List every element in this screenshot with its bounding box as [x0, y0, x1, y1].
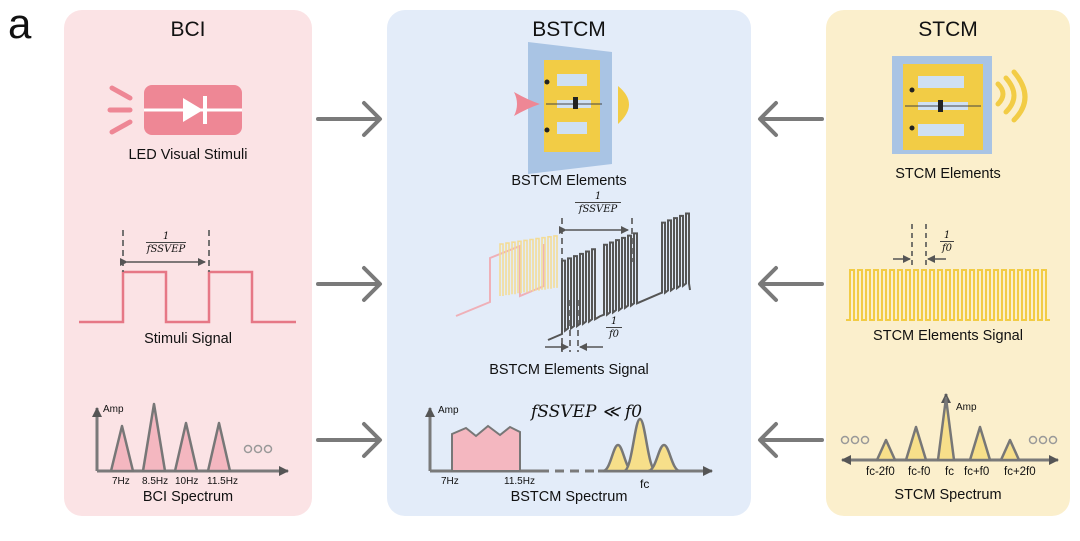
- stcm-tick-fc: fc: [945, 466, 954, 478]
- stcm-spectrum-plot: [840, 393, 1059, 465]
- stcm-peak: [936, 396, 956, 462]
- stcm-elements-caption: STCM Elements: [895, 166, 1001, 182]
- bci-peak: [141, 402, 167, 473]
- bstcm-period-num: 1: [594, 191, 602, 202]
- bstcm-peak: [647, 443, 681, 473]
- flow-arrows: [316, 101, 824, 458]
- stcm-signal-caption: STCM Elements Signal: [873, 328, 1023, 344]
- bci-period-fraction: 1 fSSVEP: [146, 231, 186, 255]
- bstcm-carrier-num: 1: [610, 316, 618, 327]
- bstcm-peak: [623, 417, 657, 473]
- bstcm-signal-caption: BSTCM Elements Signal: [489, 362, 649, 378]
- stcm-carrier-fraction: 1 f0: [940, 230, 954, 254]
- bci-tick-7hz: 7Hz: [112, 476, 130, 487]
- bstcm-spectrum-caption: BSTCM Spectrum: [510, 489, 628, 505]
- bstcm-amp-label: Amp: [438, 405, 459, 416]
- bci-tick-8-5hz: 8.5Hz: [142, 476, 169, 487]
- bstcm-period-den: fSSVEP: [575, 202, 621, 215]
- stimuli-signal-caption: Stimuli Signal: [144, 331, 232, 347]
- frequency-relation: fSSVEP ≪ f0: [531, 402, 643, 422]
- stcm-peak: [968, 425, 992, 462]
- bci-peak: [109, 424, 135, 473]
- stcm-peak: [904, 425, 928, 462]
- bstcm-carrier-den: f0: [606, 327, 622, 340]
- stcm-tick-fc-f0: fc-f0: [908, 466, 931, 478]
- bci-tick-10hz: 10Hz: [175, 476, 199, 487]
- stcm-tick-fc-plus-f0: fc+f0: [964, 466, 990, 478]
- stcm-square-wave: [846, 269, 1050, 321]
- stcm-amp-label: Amp: [956, 402, 977, 413]
- stcm-signal-waveform: [846, 224, 1050, 321]
- bci-period-den: fSSVEP: [146, 242, 186, 255]
- bci-peak: [173, 421, 199, 473]
- stcm-title: STCM: [918, 18, 978, 41]
- bstcm-tick-7hz: 7Hz: [441, 476, 459, 487]
- bstcm-element-icon: [514, 42, 629, 174]
- bci-spectrum-caption: BCI Spectrum: [142, 489, 234, 505]
- stcm-peak: [999, 438, 1021, 462]
- bstcm-faint-yellow-wave: [499, 235, 558, 296]
- bstcm-tick-11-5hz: 11.5Hz: [504, 476, 535, 487]
- figure-label: a: [8, 0, 32, 47]
- stcm-peak: [875, 438, 897, 462]
- led-caption: LED Visual Stimuli: [128, 147, 248, 163]
- bci-tick-11-5hz: 11.5Hz: [207, 476, 238, 487]
- bci-peak: [206, 421, 232, 473]
- stimuli-signal-waveform: [79, 230, 296, 324]
- bci-spectrum-plot: [92, 402, 289, 476]
- bstcm-spectrum-plot: [425, 407, 713, 476]
- bstcm-title: BSTCM: [532, 18, 606, 41]
- bstcm-modulated-wave: [547, 212, 691, 341]
- bstcm-signal-waveform: [455, 212, 691, 352]
- stcm-carrier-num: 1: [943, 230, 951, 241]
- bstcm-period-fraction: 1 fSSVEP: [575, 191, 621, 215]
- bstcm-elements-caption: BSTCM Elements: [511, 173, 627, 189]
- bstcm-carrier-fraction: 1 f0: [606, 316, 622, 340]
- bstcm-tick-fc: fc: [640, 477, 650, 491]
- bci-amp-label: Amp: [103, 404, 124, 415]
- stcm-carrier-den: f0: [940, 241, 954, 254]
- stcm-tick-fc-2f0: fc-2f0: [866, 466, 895, 478]
- bci-title: BCI: [170, 18, 206, 41]
- stcm-tick-fc-plus-2f0: fc+2f0: [1004, 466, 1036, 478]
- bstcm-faint-pink-wave: [455, 244, 545, 317]
- stcm-spectrum-caption: STCM Spectrum: [894, 487, 1002, 503]
- stcm-element-icon: [892, 56, 1028, 154]
- led-icon: [107, 85, 242, 135]
- bci-period-num: 1: [162, 231, 170, 242]
